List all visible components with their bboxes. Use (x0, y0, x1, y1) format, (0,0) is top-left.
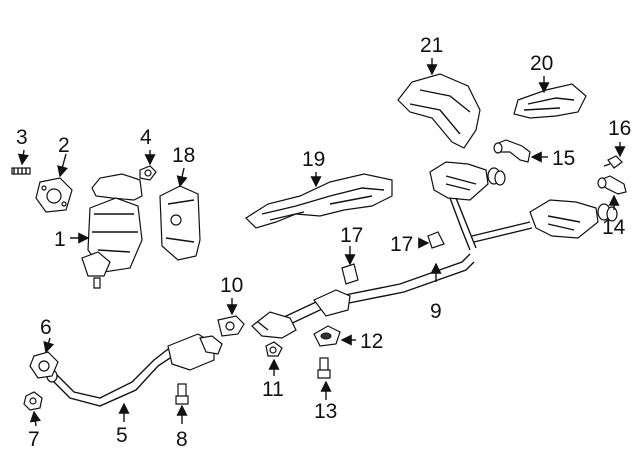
stud-3 (11, 167, 31, 175)
tail-pipe-14 (597, 175, 627, 195)
callout-17-right: 17 (390, 233, 413, 256)
hanger-17-left (341, 263, 359, 285)
hanger-12 (313, 325, 341, 347)
callout-20: 20 (530, 52, 553, 75)
tail-pipe-15 (493, 139, 531, 163)
callout-13: 13 (314, 400, 337, 423)
hanger-17-right (427, 231, 445, 249)
nut-7 (23, 391, 43, 411)
callout-21: 21 (420, 34, 443, 57)
underbody-heat-shield (245, 173, 393, 229)
front-pipe (46, 333, 223, 407)
callout-14: 14 (602, 216, 626, 239)
catalytic-converter (81, 173, 143, 289)
callout-12: 12 (360, 330, 383, 353)
callout-1: 1 (54, 228, 66, 251)
callout-3: 3 (16, 126, 28, 149)
callout-18: 18 (172, 144, 195, 167)
nut-4 (139, 165, 157, 181)
callout-15: 15 (552, 147, 575, 170)
callout-9: 9 (430, 300, 442, 323)
bolt-8 (175, 383, 189, 405)
callout-10: 10 (220, 274, 243, 297)
callout-17-left: 17 (340, 224, 363, 247)
bolt-13 (317, 357, 331, 379)
callout-2: 2 (58, 134, 70, 157)
heat-shield-upper (397, 73, 481, 149)
muffler-assembly (429, 161, 618, 251)
callout-11: 11 (262, 378, 284, 401)
callout-7: 7 (28, 428, 40, 451)
heat-shield-rear (513, 83, 587, 119)
converter-heat-shield (159, 185, 201, 261)
front-pipe-gasket (29, 351, 59, 379)
flange-gasket (217, 315, 245, 337)
leader-lines (17, 58, 626, 427)
callout-5: 5 (116, 424, 128, 447)
callout-4: 4 (140, 126, 152, 149)
manifold-gasket (35, 177, 73, 213)
callout-6: 6 (40, 316, 52, 339)
callout-19: 19 (302, 148, 325, 171)
bolt-16 (603, 155, 623, 169)
callout-16: 16 (608, 117, 631, 140)
nut-11 (265, 341, 283, 357)
intermediate-pipe (251, 253, 475, 339)
callout-8: 8 (176, 428, 188, 451)
